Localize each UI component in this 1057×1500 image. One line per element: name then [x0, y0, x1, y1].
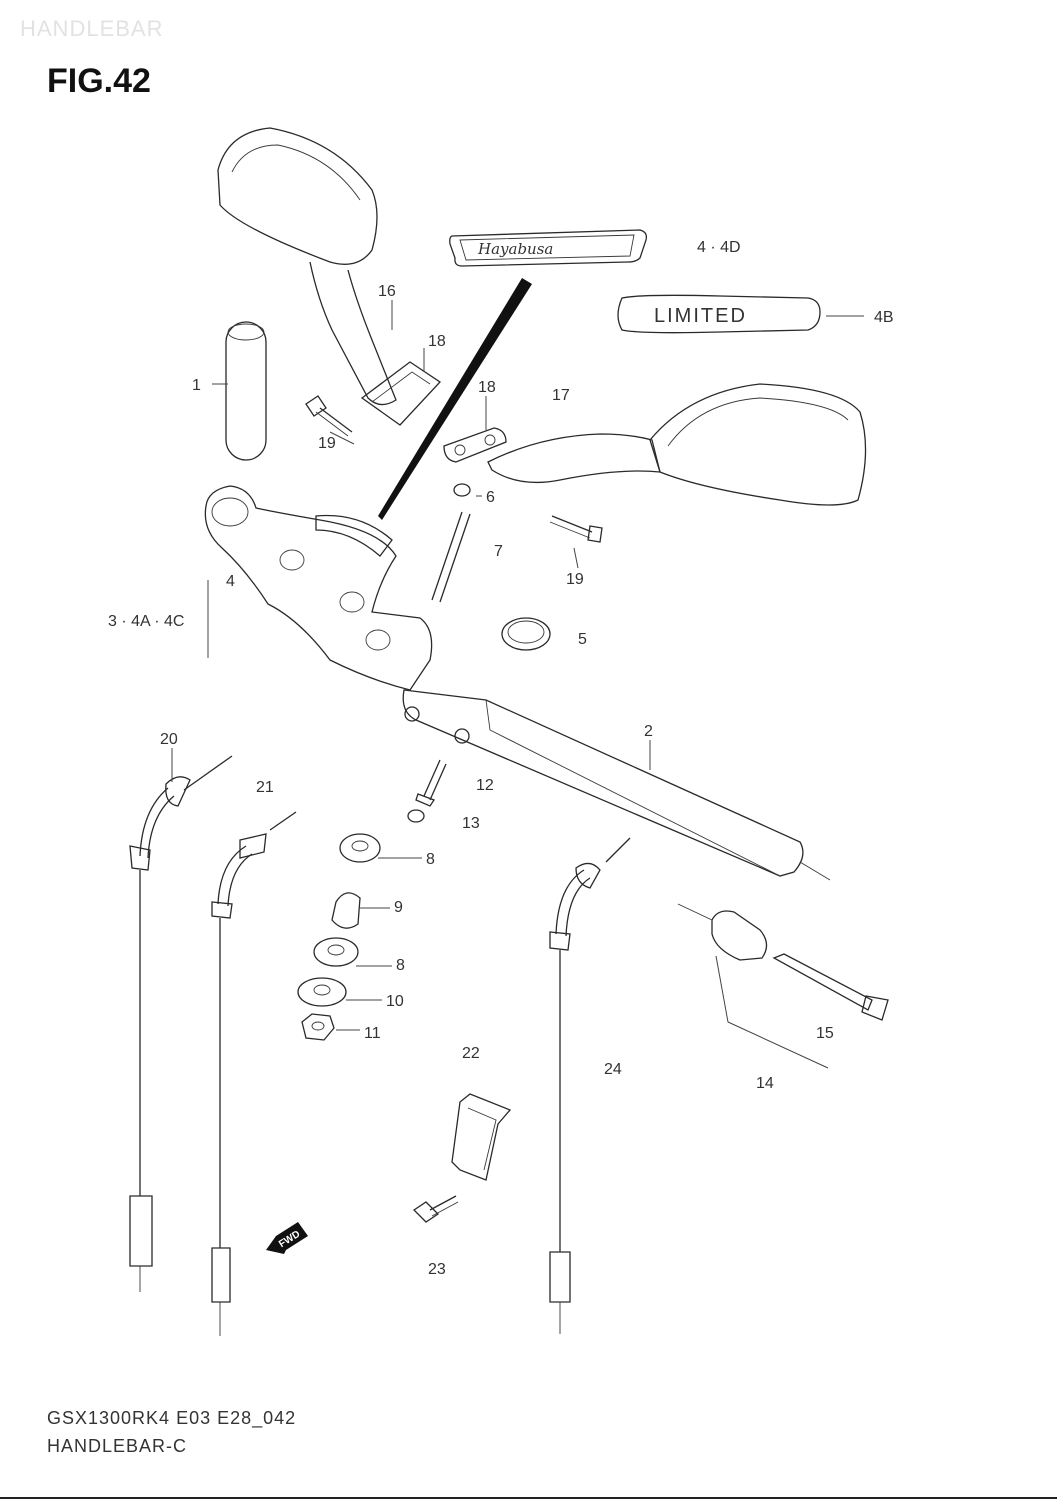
callout-20: 20: [160, 731, 178, 748]
callout-10: 10: [386, 993, 404, 1010]
damper-9[interactable]: [331, 892, 361, 929]
right-mirror[interactable]: [443, 383, 867, 506]
fwd-arrow-icon: FWD: [266, 1222, 308, 1254]
callout-4: 4: [226, 573, 235, 590]
balancer-weight-14[interactable]: [677, 903, 768, 961]
callout-8-upper: 8: [426, 851, 435, 868]
limited-badge-text: LIMITED: [654, 305, 747, 327]
callout-14: 14: [756, 1075, 774, 1092]
diagram-code: GSX1300RK4 E03 E28_042: [47, 1408, 297, 1428]
handlebar-pipe[interactable]: [402, 689, 831, 881]
screw-15[interactable]: [772, 953, 889, 1021]
callout-18-left: 18: [428, 333, 446, 350]
bottom-divider: [0, 1497, 1057, 1499]
washer-13[interactable]: [407, 809, 425, 823]
cable-24[interactable]: [549, 837, 631, 1334]
leader-lines: [171, 300, 864, 1069]
callout-7: 7: [494, 543, 503, 560]
callout-2: 2: [644, 723, 653, 740]
cable-21[interactable]: [211, 811, 297, 1336]
bolt-19-right[interactable]: [549, 515, 603, 543]
spacer-8-lower[interactable]: [313, 937, 359, 967]
callout-23: 23: [428, 1261, 446, 1278]
callout-24: 24: [604, 1061, 622, 1078]
callout-4b: 4B: [874, 309, 894, 326]
callout-22: 22: [462, 1045, 480, 1062]
callout-15: 15: [816, 1025, 834, 1042]
callout-9: 9: [394, 899, 403, 916]
cable-20[interactable]: [129, 755, 233, 1292]
callout-6: 6: [486, 489, 495, 506]
callout-19-left: 19: [318, 435, 336, 452]
spacer-8-upper[interactable]: [339, 833, 381, 863]
callout-13: 13: [462, 815, 480, 832]
callout-18-right: 18: [478, 379, 496, 396]
callout-21: 21: [256, 779, 274, 796]
callout-12: 12: [476, 777, 494, 794]
bracket-22[interactable]: [451, 1093, 512, 1181]
callout-17: 17: [552, 387, 570, 404]
callout-8-lower: 8: [396, 957, 405, 974]
washer-10[interactable]: [297, 977, 347, 1007]
callout-4-4d: 4 · 4D: [697, 239, 741, 256]
callout-1: 1: [192, 377, 201, 394]
grip[interactable]: [225, 321, 267, 461]
cap-5[interactable]: [501, 617, 551, 651]
bolt-19-left[interactable]: [305, 395, 353, 437]
callout-11: 11: [364, 1025, 381, 1042]
callout-3-4a-4c: 3 · 4A · 4C: [108, 613, 184, 630]
callout-16: 16: [378, 283, 396, 300]
nut-11[interactable]: [301, 1013, 335, 1041]
watermark-text: HANDLEBAR: [20, 16, 164, 41]
hayabusa-badge-text: Hayabusa: [477, 240, 553, 258]
pointer-wedge: [378, 278, 532, 520]
callout-5: 5: [578, 631, 587, 648]
bolt-12[interactable]: [415, 759, 447, 807]
figure-title: FIG.42: [47, 62, 151, 100]
bolt-23[interactable]: [412, 1195, 459, 1223]
top-bridge[interactable]: [204, 485, 433, 691]
stud-7[interactable]: [431, 483, 471, 603]
left-mirror[interactable]: [217, 127, 441, 426]
hayabusa-badge[interactable]: Hayabusa: [449, 229, 648, 267]
diagram-name: HANDLEBAR-C: [47, 1436, 188, 1456]
limited-badge[interactable]: LIMITED: [617, 294, 821, 334]
callout-19-right: 19: [566, 571, 584, 588]
